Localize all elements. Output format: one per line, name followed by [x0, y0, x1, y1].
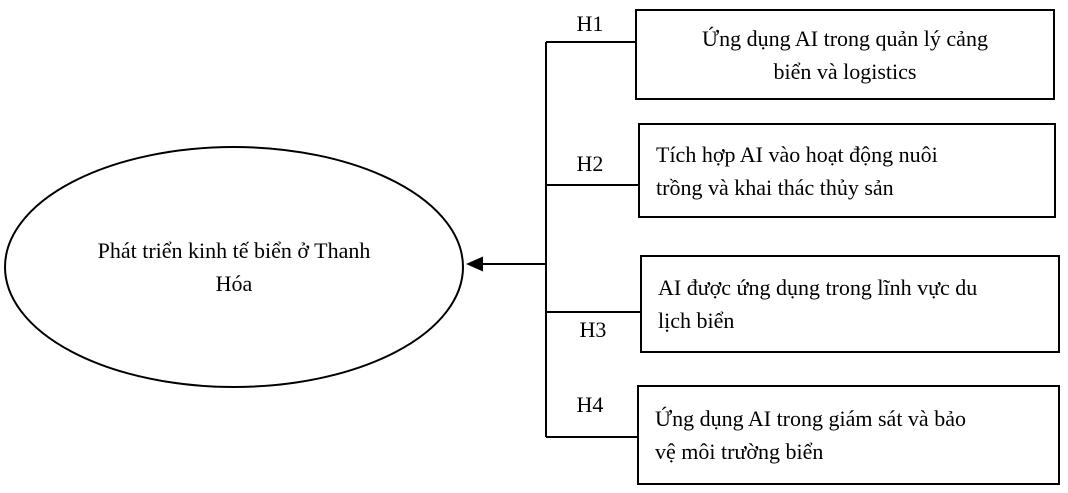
hypothesis-box-h1: Ứng dụng AI trong quản lý cảng biển và l… — [635, 9, 1055, 100]
arrowhead-icon — [466, 256, 483, 272]
hypothesis-id-h4: H4 — [576, 392, 604, 417]
hypothesis-box-h3: AI được ứng dụng trong lĩnh vực du lịch … — [640, 255, 1060, 353]
central-node-ellipse — [4, 146, 464, 388]
hypothesis-box-h2: Tích hợp AI vào hoạt động nuôi trồng và … — [638, 123, 1056, 218]
hypothesis-id-h2: H2 — [576, 151, 604, 176]
hypothesis-id-h3: H3 — [579, 317, 607, 342]
hypothesis-box-h4: Ứng dụng AI trong giám sát và bảo vệ môi… — [637, 385, 1060, 485]
central-node-label: Phát triển kinh tế biển ở Thanh Hóa — [97, 238, 371, 296]
hypothesis-id-h1: H1 — [576, 11, 604, 36]
